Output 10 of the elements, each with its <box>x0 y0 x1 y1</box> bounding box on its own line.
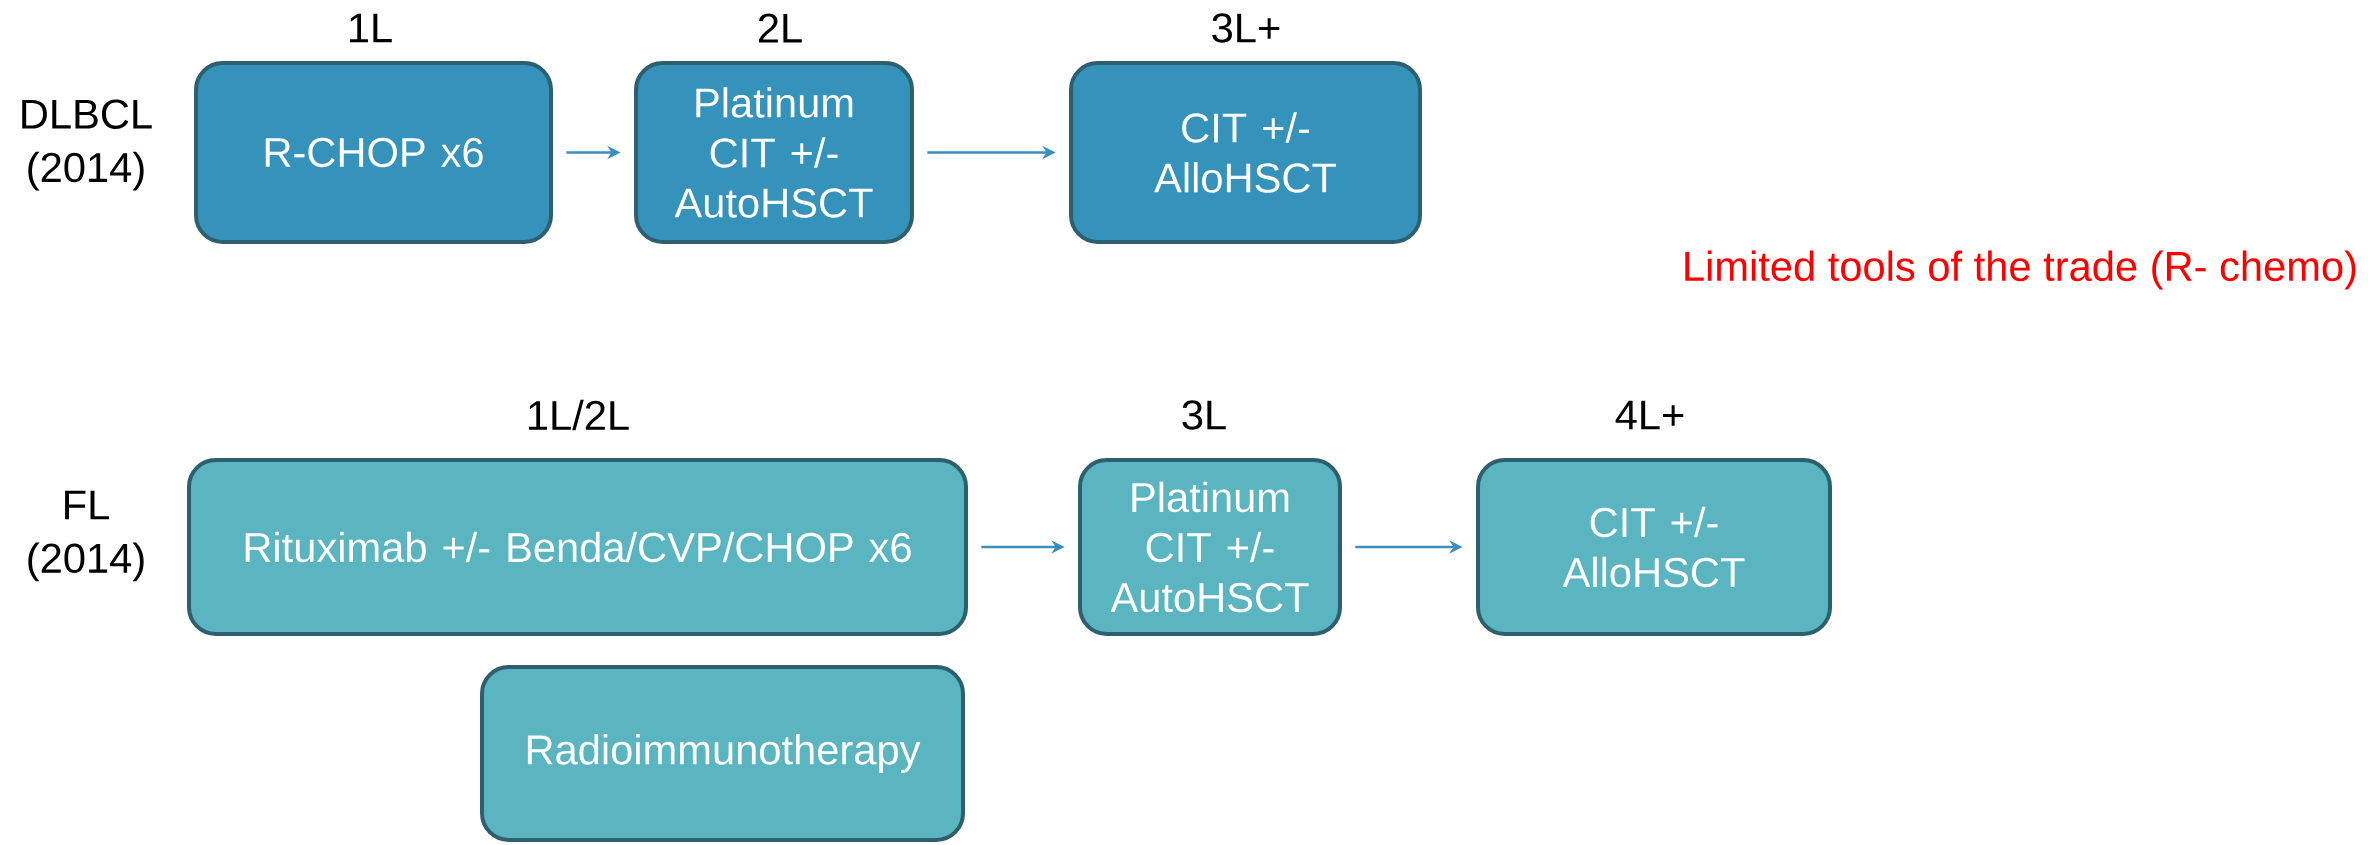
therapy-box: CIT +/- AlloHSCT <box>1069 61 1422 244</box>
therapy-box: Rituximab +/- Benda/CVP/CHOP x6 <box>187 458 968 636</box>
row-label: DLBCL (2014) <box>22 99 152 191</box>
therapy-box: CIT +/- AlloHSCT <box>1476 458 1832 636</box>
therapy-box: Platinum CIT +/- AutoHSCT <box>1078 458 1342 636</box>
therapy-box: R-CHOP x6 <box>194 61 553 244</box>
note-text: Limited tools of the trade (R- chemo) <box>1685 250 2356 290</box>
therapy-box: Radioimmunotherapy <box>480 665 965 842</box>
row-label: FL (2014) <box>28 490 144 582</box>
therapy-box: Platinum CIT +/- AutoHSCT <box>634 61 914 244</box>
